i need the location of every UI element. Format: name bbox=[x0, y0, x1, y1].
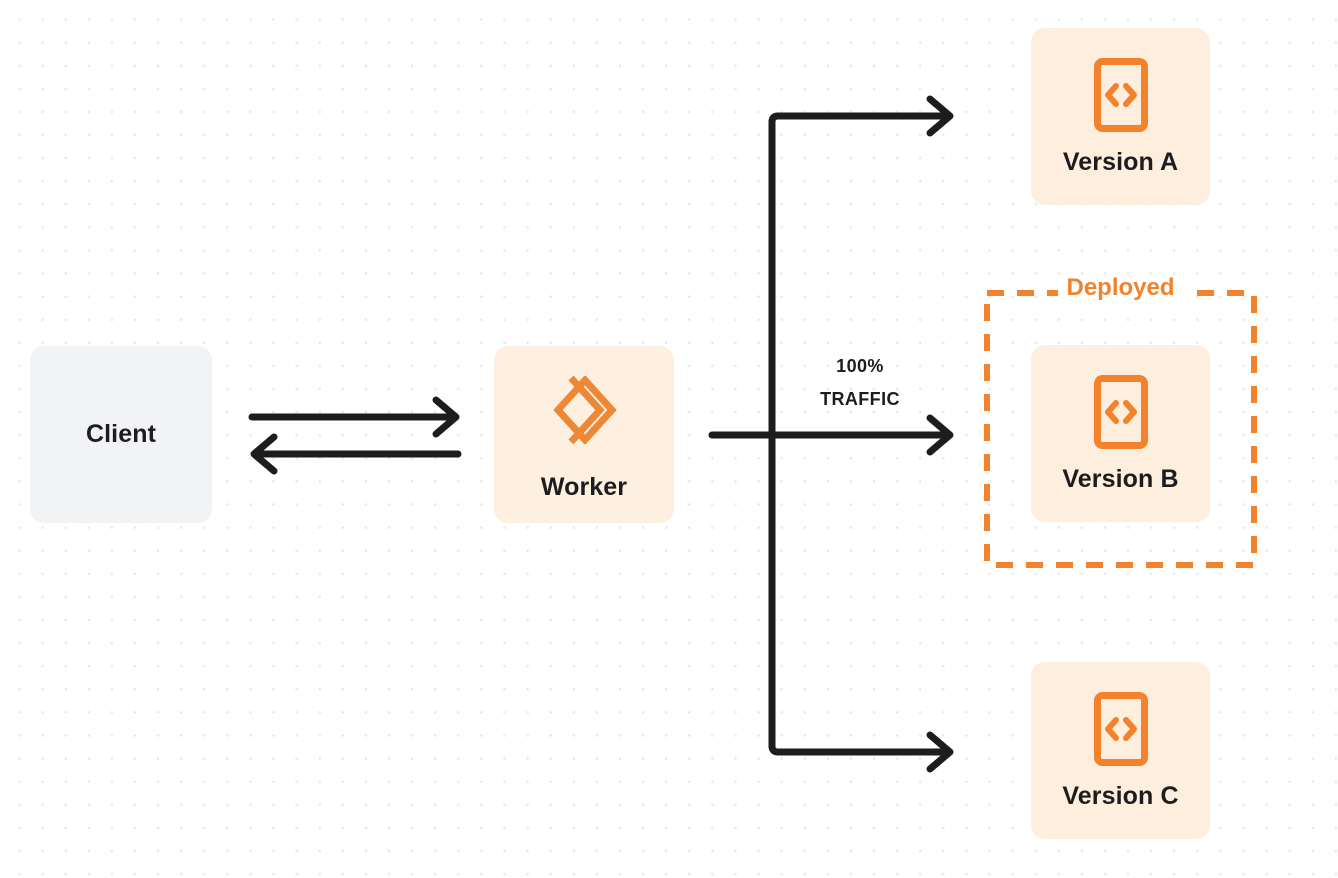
deployed-group-label: Deployed bbox=[1057, 276, 1184, 300]
arrowhead-right bbox=[926, 95, 954, 137]
node-worker-label: Worker bbox=[540, 472, 628, 501]
arrowhead-left bbox=[250, 433, 278, 475]
cloudflare-workers-logo-icon bbox=[542, 368, 626, 452]
traffic-label: 100% TRAFFIC bbox=[790, 350, 930, 417]
deployed-group: Deployed bbox=[984, 276, 1257, 568]
node-version-a[interactable]: Version A bbox=[1031, 28, 1210, 205]
traffic-word: TRAFFIC bbox=[820, 389, 900, 410]
code-file-icon bbox=[1093, 691, 1149, 767]
node-version-a-label: Version A bbox=[1062, 147, 1179, 176]
node-version-c[interactable]: Version C bbox=[1031, 662, 1210, 839]
code-file-icon bbox=[1093, 57, 1149, 133]
code-file-icon bbox=[1093, 374, 1149, 450]
node-version-b[interactable]: Version B bbox=[1031, 345, 1210, 522]
arrowhead-right bbox=[926, 731, 954, 773]
edge-worker-to-version-c bbox=[768, 731, 954, 773]
node-version-b-label: Version B bbox=[1062, 464, 1179, 493]
node-worker[interactable]: Worker bbox=[494, 346, 674, 523]
node-client[interactable]: Client bbox=[30, 346, 212, 523]
edge-client-to-worker bbox=[248, 396, 460, 438]
node-version-c-label: Version C bbox=[1062, 781, 1179, 810]
node-client-label: Client bbox=[85, 419, 157, 448]
edge-line bbox=[768, 112, 946, 126]
arrowhead-right bbox=[926, 414, 954, 456]
edge-line bbox=[768, 742, 946, 756]
edge-worker-to-version-a bbox=[768, 95, 954, 137]
traffic-percent: 100% bbox=[836, 356, 884, 376]
arrowhead-right bbox=[432, 396, 460, 438]
edge-worker-to-version-b bbox=[768, 414, 954, 456]
edge-worker-to-client bbox=[250, 433, 462, 475]
